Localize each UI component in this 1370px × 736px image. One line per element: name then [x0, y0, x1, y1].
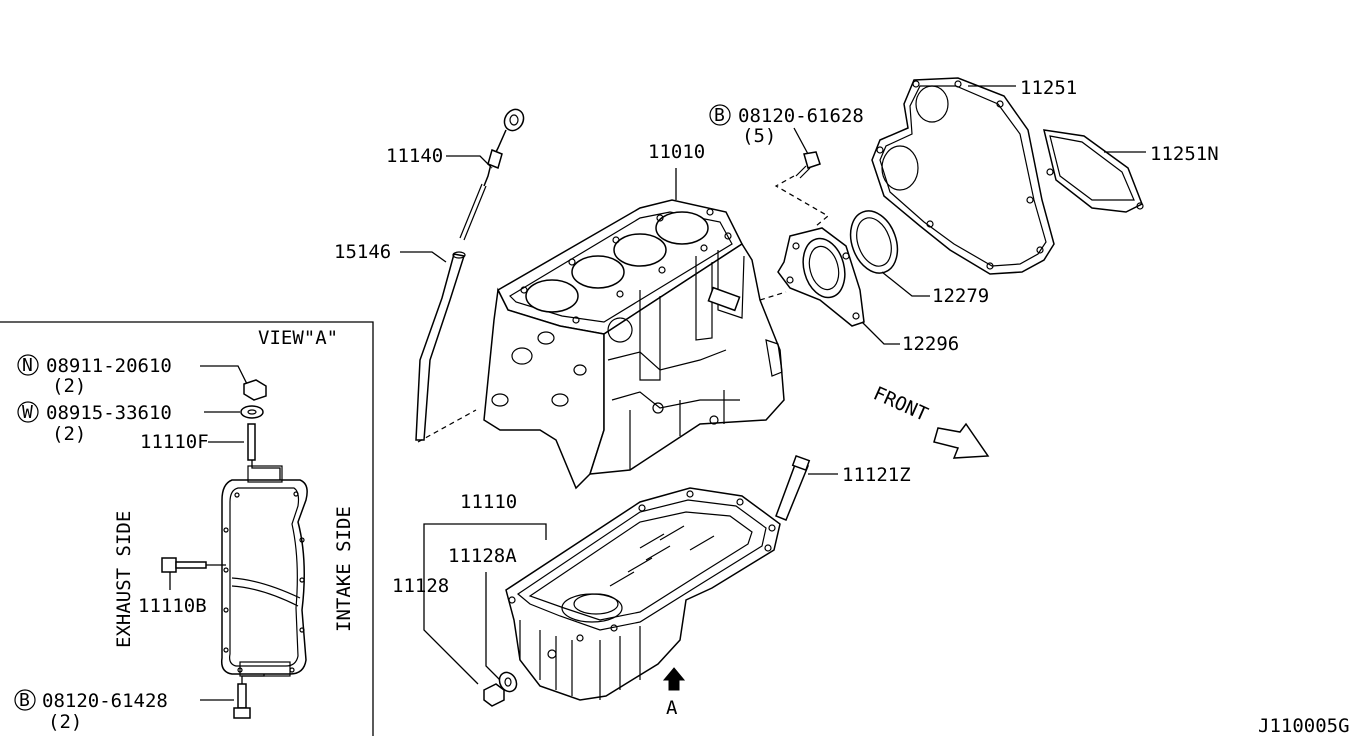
- oil-pan-bottom-view: [220, 465, 308, 677]
- bolt2-icon: [233, 707, 251, 719]
- bolt-11110b-part-number: 11110B: [138, 595, 207, 617]
- washer-part-number: 08915-33610: [46, 402, 172, 424]
- view-a-inset: VIEW"A" N 08911-20610 (2) W 08915-33610 …: [0, 321, 374, 736]
- view-a-frame: [0, 321, 374, 736]
- oil-seal-retainer: 12296: [777, 227, 959, 355]
- cylinder-block: 11010: [483, 141, 787, 490]
- intake-side-label: INTAKE SIDE: [333, 506, 355, 632]
- label-11110: 11110: [460, 491, 517, 513]
- bolt-61428-callout: B 08120-61428 (2): [14, 674, 265, 733]
- front-bolt-prefix: B: [714, 105, 725, 126]
- front-cover-bolt: B 08120-61628 (5): [709, 104, 864, 227]
- front-direction-indicator: FRONT: [870, 382, 990, 459]
- label-11128a: 11128A: [448, 545, 517, 567]
- nut-prefix: N: [22, 355, 33, 376]
- drain-washer-icon: [498, 671, 518, 693]
- stud-icon: [247, 423, 256, 461]
- bolt2-qty: (2): [48, 711, 82, 733]
- nut-part-number: 08911-20610: [46, 355, 172, 377]
- front-label: FRONT: [870, 382, 931, 425]
- view-arrow-icon: [662, 667, 686, 691]
- drain-plug: 11128A 11128: [392, 545, 518, 707]
- label-12279: 12279: [932, 285, 989, 307]
- dipstick: 11140: [386, 108, 525, 241]
- stud-callout: 11110F: [140, 423, 281, 480]
- exhaust-side-label: EXHAUST SIDE: [113, 511, 135, 648]
- nut-callout: N 08911-20610 (2): [17, 354, 267, 401]
- label-11251n: 11251N: [1150, 143, 1219, 165]
- bolt-icon: [161, 557, 177, 573]
- front-bolt-qty: (5): [742, 125, 776, 147]
- washer-icon: [240, 405, 264, 419]
- label-11251: 11251: [1020, 77, 1077, 99]
- rear-oil-seal: 12279: [849, 210, 989, 307]
- rear-plate: 11251: [871, 77, 1077, 275]
- view-a-title: VIEW"A": [258, 327, 338, 349]
- label-11010: 11010: [648, 141, 705, 163]
- front-bolt-part-number: 08120-61628: [738, 105, 864, 127]
- view-a-marker-label: A: [666, 697, 678, 719]
- washer-qty: (2): [52, 423, 86, 445]
- label-11121z: 11121Z: [842, 464, 911, 486]
- front-arrow-icon: [933, 422, 990, 459]
- label-15146: 15146: [334, 241, 391, 263]
- bolt2-part-number: 08120-61428: [42, 690, 168, 712]
- label-11140: 11140: [386, 145, 443, 167]
- oil-pan: 11110: [423, 487, 781, 701]
- view-a-marker: A: [662, 667, 686, 719]
- stud-part-number: 11110F: [140, 431, 209, 453]
- washer-callout: W 08915-33610 (2): [17, 401, 264, 445]
- label-12296: 12296: [902, 333, 959, 355]
- drawing-id: J110005G: [1258, 715, 1350, 736]
- drain-plug-icon: [483, 683, 505, 707]
- bolt-11110b-callout: 11110B: [138, 557, 226, 617]
- oil-level-sensor: 11121Z: [775, 454, 911, 521]
- nut-qty: (2): [52, 375, 86, 397]
- nut-icon: [243, 379, 267, 401]
- washer-prefix: W: [22, 402, 33, 423]
- label-11128: 11128: [392, 575, 449, 597]
- dipstick-guide-tube: 15146: [334, 241, 477, 443]
- bolt2-prefix: B: [19, 690, 30, 711]
- rear-plate-cover: 11251N: [1043, 129, 1219, 213]
